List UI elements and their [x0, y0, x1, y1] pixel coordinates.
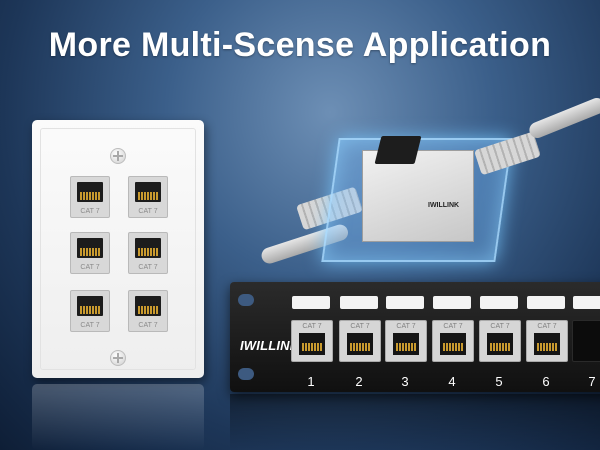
port-label-pad	[433, 296, 471, 309]
screw-icon	[110, 148, 126, 164]
port-label: CAT 7	[443, 323, 463, 330]
wall-jack: CAT 7	[70, 232, 110, 274]
panel-port: CAT 7	[339, 320, 381, 362]
port-label-pad	[340, 296, 378, 309]
wall-jack: CAT 7	[70, 290, 110, 332]
jack-label: CAT 7	[138, 208, 158, 215]
port-number: 7	[588, 374, 596, 389]
patch-panel-reflection	[230, 394, 600, 450]
wall-jack: CAT 7	[128, 290, 168, 332]
screw-icon	[110, 350, 126, 366]
panel-port: CAT 7	[291, 320, 333, 362]
panel-port: CAT 7	[526, 320, 568, 362]
wall-plate-reflection	[32, 384, 204, 450]
port-label-pad	[292, 296, 330, 309]
wall-jack: CAT 7	[128, 176, 168, 218]
port-label: CAT 7	[396, 323, 416, 330]
port-number: 5	[495, 374, 503, 389]
coupler-brand: IWILLINK	[428, 202, 460, 209]
panel-port: CAT 7	[479, 320, 521, 362]
port-label: CAT 7	[490, 323, 510, 330]
wall-jack: CAT 7	[128, 232, 168, 274]
headline: More Multi-Scense Application	[48, 26, 552, 64]
jack-label: CAT 7	[138, 322, 158, 329]
port-number: 1	[307, 374, 315, 389]
coupler-latch	[374, 136, 422, 164]
port-label-pad	[386, 296, 424, 309]
panel-port: CAT 7	[432, 320, 474, 362]
port-label: CAT 7	[350, 323, 370, 330]
port-label: CAT 7	[302, 323, 322, 330]
ethernet-cable	[527, 95, 600, 141]
mount-slot	[238, 368, 254, 380]
patch-panel: IWILLINK CAT 7 CAT 7 CAT 7 CAT 7 CAT 7	[230, 282, 600, 392]
port-number: 4	[448, 374, 456, 389]
wall-jack: CAT 7	[70, 176, 110, 218]
panel-port: CAT 7	[385, 320, 427, 362]
jack-label: CAT 7	[80, 208, 100, 215]
port-label-pad	[573, 296, 600, 309]
port-number: 3	[401, 374, 409, 389]
inline-coupler	[362, 150, 474, 242]
port-label-pad	[527, 296, 565, 309]
port-number: 6	[542, 374, 550, 389]
panel-port-empty	[572, 320, 600, 362]
port-label: CAT 7	[537, 323, 557, 330]
wall-plate: CAT 7 CAT 7 CAT 7 CAT 7 CAT 7 CAT 7	[32, 120, 204, 378]
wall-plate-border	[40, 128, 196, 370]
port-number: 2	[355, 374, 363, 389]
panel-brand: IWILLINK	[240, 338, 300, 353]
jack-label: CAT 7	[80, 264, 100, 271]
port-label-pad	[480, 296, 518, 309]
mount-slot	[238, 294, 254, 306]
jack-label: CAT 7	[138, 264, 158, 271]
jack-label: CAT 7	[80, 322, 100, 329]
